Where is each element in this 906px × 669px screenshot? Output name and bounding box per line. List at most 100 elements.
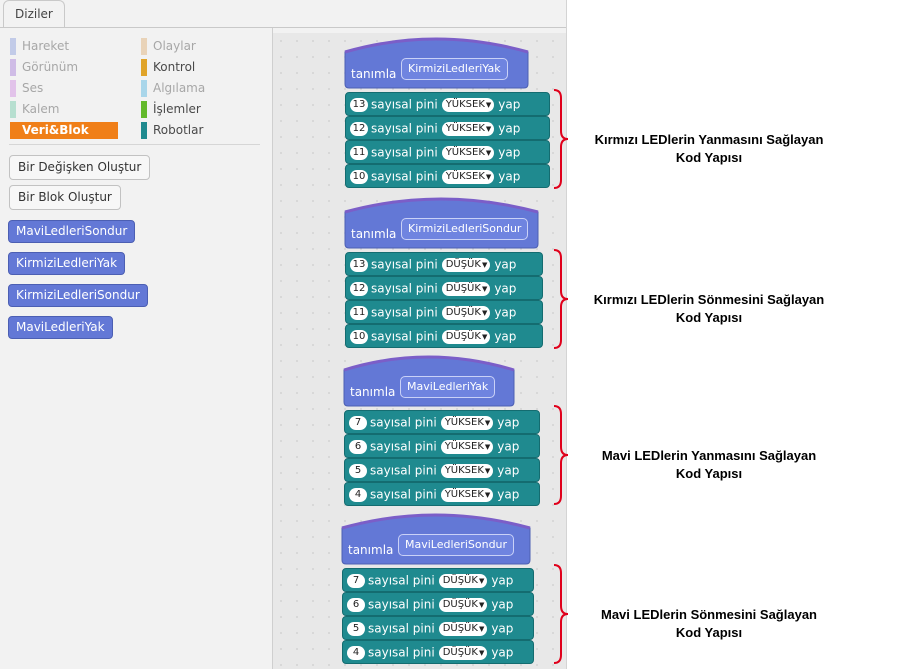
level-value: YÜKSEK xyxy=(445,122,485,134)
bracket-icon xyxy=(553,89,569,189)
level-dropdown[interactable]: DÜŞÜK▼ xyxy=(438,645,488,660)
pin-number-input[interactable]: 12 xyxy=(350,281,368,296)
level-dropdown[interactable]: DÜŞÜK▼ xyxy=(438,573,488,588)
procedure-name-field[interactable]: MaviLedleriYak xyxy=(400,376,496,398)
category-gorunum[interactable]: Görünüm xyxy=(10,59,78,76)
chevron-down-icon: ▼ xyxy=(481,260,488,269)
block-tail-text: yap xyxy=(498,121,521,136)
block-tail-text: yap xyxy=(497,487,520,502)
pin-number-input[interactable]: 6 xyxy=(347,597,365,612)
level-dropdown[interactable]: YÜKSEK▼ xyxy=(441,145,495,160)
level-dropdown[interactable]: YÜKSEK▼ xyxy=(440,415,494,430)
pin-number-input[interactable]: 4 xyxy=(347,645,365,660)
annotation-line: Kod Yapısı xyxy=(675,466,743,481)
procedure-block[interactable]: KirmiziLedleriSondur xyxy=(8,284,148,307)
level-dropdown[interactable]: YÜKSEK▼ xyxy=(441,169,495,184)
pin-number-input[interactable]: 13 xyxy=(350,257,368,272)
pin-number-input[interactable]: 5 xyxy=(349,463,367,478)
pin-number-input[interactable]: 11 xyxy=(350,145,368,160)
block-text: sayısal pini xyxy=(371,169,438,184)
annotation-line: Kod Yapısı xyxy=(675,310,743,325)
level-dropdown[interactable]: YÜKSEK▼ xyxy=(440,487,494,502)
procedure-name-field[interactable]: MaviLedleriSondur xyxy=(398,534,515,556)
category-swatch xyxy=(10,38,16,55)
pin-number-input[interactable]: 10 xyxy=(350,329,368,344)
define-keyword: tanımla xyxy=(350,385,396,399)
pin-number-input[interactable]: 11 xyxy=(350,305,368,320)
block-tail-text: yap xyxy=(491,573,514,588)
define-keyword: tanımla xyxy=(351,67,397,81)
category-kalem[interactable]: Kalem xyxy=(10,101,59,118)
level-dropdown[interactable]: DÜŞÜK▼ xyxy=(441,257,491,272)
pin-number-input[interactable]: 13 xyxy=(350,97,368,112)
block-tail-text: yap xyxy=(498,97,521,112)
pin-number-input[interactable]: 12 xyxy=(350,121,368,136)
level-dropdown[interactable]: DÜŞÜK▼ xyxy=(441,329,491,344)
level-dropdown[interactable]: YÜKSEK▼ xyxy=(440,439,494,454)
chevron-down-icon: ▼ xyxy=(484,466,491,475)
block-tail-text: yap xyxy=(498,169,521,184)
procedure-name-field[interactable]: KirmiziLedleriYak xyxy=(401,58,508,80)
level-dropdown[interactable]: DÜŞÜK▼ xyxy=(441,281,491,296)
level-dropdown[interactable]: DÜŞÜK▼ xyxy=(441,305,491,320)
pin-number-input[interactable]: 7 xyxy=(349,415,367,430)
chevron-down-icon: ▼ xyxy=(484,418,491,427)
category-swatch xyxy=(141,122,147,139)
chevron-down-icon: ▼ xyxy=(485,148,492,157)
category-veri-blok[interactable]: Veri&Blok xyxy=(10,122,118,139)
procedure-name-field[interactable]: KirmiziLedleriSondur xyxy=(401,218,529,240)
block-tail-text: yap xyxy=(497,415,520,430)
block-text: sayısal pini xyxy=(371,257,438,272)
make-variable-button[interactable]: Bir Değişken Oluştur xyxy=(9,155,151,180)
procedure-block[interactable]: KirmiziLedleriYak xyxy=(8,252,126,275)
block-text: sayısal pini xyxy=(371,281,438,296)
tab-diziler[interactable]: Diziler xyxy=(3,0,65,28)
category-ses[interactable]: Ses xyxy=(10,80,43,97)
level-dropdown[interactable]: DÜŞÜK▼ xyxy=(438,597,488,612)
block-text: sayısal pini xyxy=(370,463,437,478)
category-islemler[interactable]: İşlemler xyxy=(141,101,201,118)
pin-number-input[interactable]: 4 xyxy=(349,487,367,502)
block-tail-text: yap xyxy=(494,329,517,344)
block-tail-text: yap xyxy=(497,463,520,478)
make-block-button[interactable]: Bir Blok Oluştur xyxy=(9,185,121,210)
pin-number-input[interactable]: 5 xyxy=(347,621,365,636)
category-hareket[interactable]: Hareket xyxy=(10,38,69,55)
pin-number-input[interactable]: 10 xyxy=(350,169,368,184)
level-value: YÜKSEK xyxy=(444,416,484,428)
category-algilama[interactable]: Algılama xyxy=(141,80,205,97)
procedure-block[interactable]: MaviLedleriSondur xyxy=(8,220,136,243)
pin-number-input[interactable]: 6 xyxy=(349,439,367,454)
category-olaylar[interactable]: Olaylar xyxy=(141,38,196,55)
category-kontrol[interactable]: Kontrol xyxy=(141,59,195,76)
chevron-down-icon: ▼ xyxy=(478,576,485,585)
level-dropdown[interactable]: YÜKSEK▼ xyxy=(441,121,495,136)
procedure-block[interactable]: MaviLedleriYak xyxy=(8,316,113,339)
level-dropdown[interactable]: YÜKSEK▼ xyxy=(440,463,494,478)
level-dropdown[interactable]: YÜKSEK▼ xyxy=(441,97,495,112)
level-dropdown[interactable]: DÜŞÜK▼ xyxy=(438,621,488,636)
category-robotlar[interactable]: Robotlar xyxy=(141,122,203,139)
pin-number-input[interactable]: 7 xyxy=(347,573,365,588)
block-text: sayısal pini xyxy=(368,645,435,660)
level-value: DÜŞÜK xyxy=(442,598,478,610)
level-value: DÜŞÜK xyxy=(442,622,478,634)
chevron-down-icon: ▼ xyxy=(478,648,485,657)
